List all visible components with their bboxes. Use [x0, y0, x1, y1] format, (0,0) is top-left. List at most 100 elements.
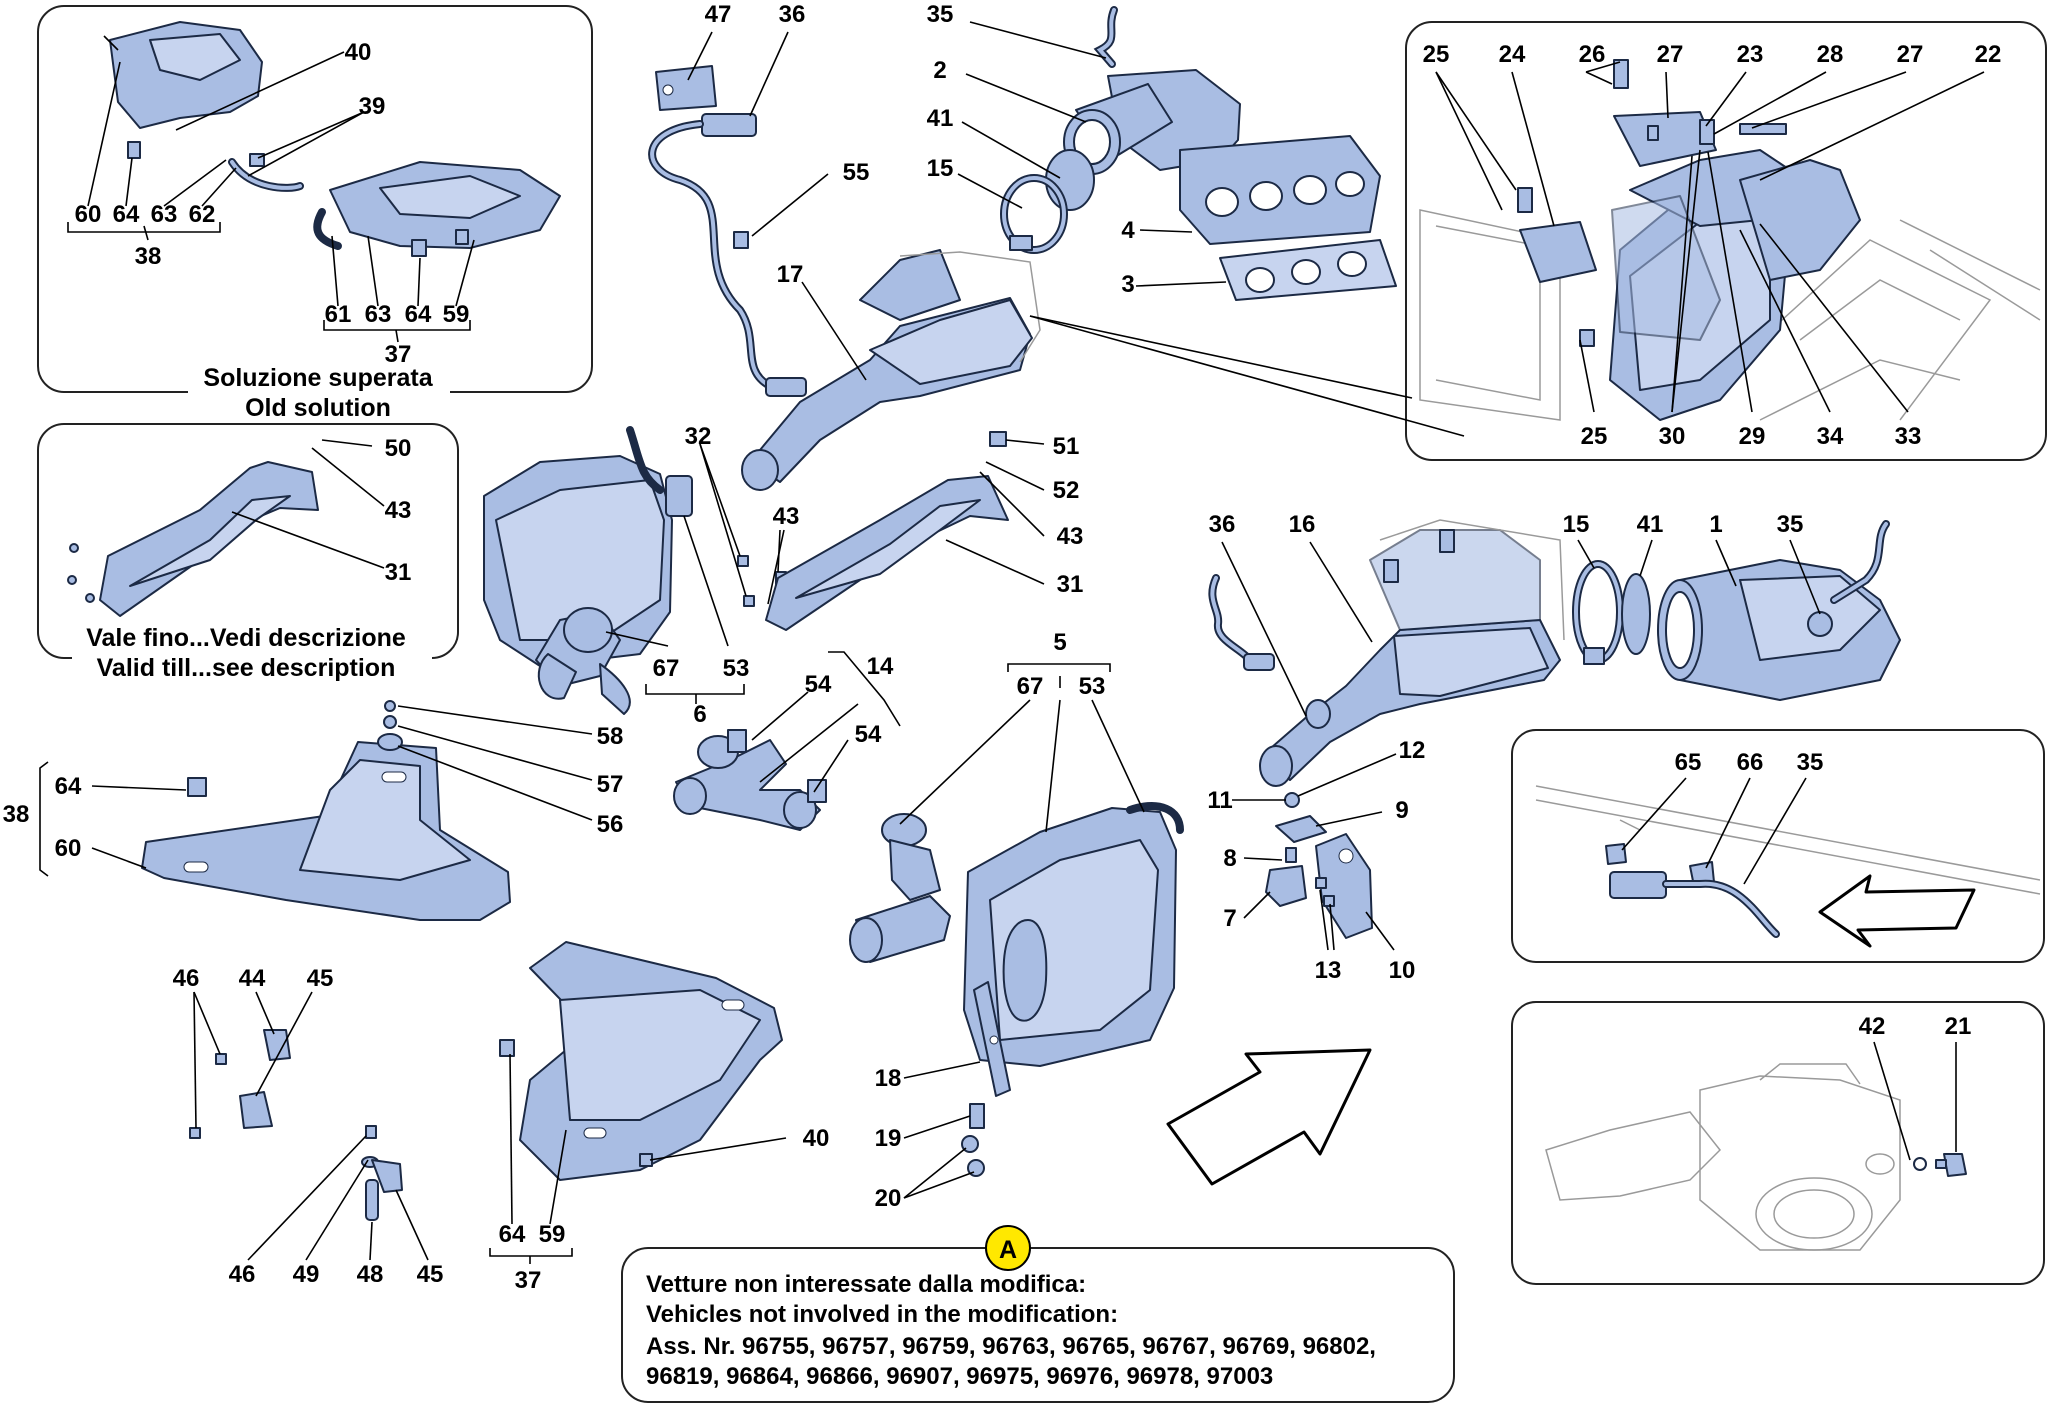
callout: 31: [1057, 571, 1084, 598]
callout: 35: [927, 1, 954, 28]
callout: 30: [1659, 423, 1686, 450]
callout: 39: [359, 93, 386, 120]
plug-21-washer-42: [1913, 1153, 1967, 1177]
callout: 24: [1499, 41, 1526, 68]
heat-shield-31-right: [765, 431, 1009, 631]
nuts-19-20: [961, 1103, 985, 1177]
callout: 41: [1637, 511, 1664, 538]
frame-ghost-lines: [1419, 209, 2041, 421]
callout: 48: [357, 1261, 384, 1288]
note-line-4: 96819, 96864, 96866, 96907, 96975, 96976…: [646, 1363, 1273, 1390]
direction-arrow-small: [1818, 874, 1976, 948]
callout: 51: [1053, 433, 1080, 460]
callout: 8: [1223, 845, 1236, 872]
clip-55: [733, 231, 749, 249]
callout: 18: [875, 1065, 902, 1092]
callout: 66: [1737, 749, 1764, 776]
note-badge-letter: A: [999, 1236, 1017, 1264]
callout: 4: [1121, 217, 1135, 244]
callout: 64: [405, 301, 432, 328]
catalyst-16: [1259, 519, 1565, 787]
manifold-gasket-3: [1219, 239, 1397, 301]
callout: 31: [385, 559, 412, 586]
callout: 35: [1777, 511, 1804, 538]
clamp-15-right: [1572, 560, 1624, 665]
callout: 46: [229, 1261, 256, 1288]
callout: 11: [1207, 787, 1232, 814]
callout: 32: [685, 423, 712, 450]
callout: 10: [1389, 957, 1416, 984]
bracket-47: [655, 65, 717, 111]
heat-shield-59: [519, 941, 783, 1181]
callout: 57: [597, 771, 624, 798]
callout: 15: [1563, 511, 1590, 538]
callout: 52: [1053, 477, 1080, 504]
detail-panel-sensor: [1511, 729, 2045, 963]
clamp-15: [1000, 174, 1068, 254]
callout: 9: [1395, 797, 1408, 824]
callout: 40: [345, 39, 372, 66]
callout: 5: [1053, 629, 1066, 656]
callout: 61: [325, 301, 352, 328]
callout: 22: [1975, 41, 2002, 68]
callout: 46: [173, 965, 200, 992]
note-line-1: Vetture non interessate dalla modifica:: [646, 1271, 1086, 1298]
callout: 16: [1289, 511, 1316, 538]
callout: 60: [55, 835, 82, 862]
callout: 2: [933, 57, 946, 84]
callout: 7: [1223, 905, 1236, 932]
caption-mask-2: [72, 625, 432, 687]
callout: 64: [499, 1221, 526, 1248]
callout: 59: [539, 1221, 566, 1248]
caption-old-solution-en: Old solution: [245, 394, 391, 422]
caption-valid-till-en: Valid till...see description: [97, 654, 396, 682]
callout: 37: [515, 1267, 542, 1294]
callout: 29: [1739, 423, 1766, 450]
callout: 42: [1859, 1013, 1886, 1040]
callout: 50: [385, 435, 412, 462]
callout: 6: [693, 701, 706, 728]
callout: 53: [1079, 673, 1106, 700]
callout: 41: [927, 105, 954, 132]
callout: 26: [1579, 41, 1606, 68]
callout: 17: [777, 261, 804, 288]
catalyst-detail: [1517, 59, 1861, 421]
oxygen-sensor-36-right: [1208, 574, 1275, 671]
callout: 34: [1817, 423, 1844, 450]
callout: 63: [365, 301, 392, 328]
callout: 55: [843, 159, 870, 186]
callout: 15: [927, 155, 954, 182]
callout: 54: [855, 721, 882, 748]
callout: 1: [1709, 511, 1722, 538]
callout: 37: [385, 341, 412, 368]
callout: 43: [385, 497, 412, 524]
heat-shield-old-upper: [103, 21, 263, 129]
callout: 45: [307, 965, 334, 992]
callout: 28: [1817, 41, 1844, 68]
callout: 43: [1057, 523, 1084, 550]
y-pipe-14: [673, 729, 827, 831]
detail-panel-catalyst: [1511, 1001, 2045, 1285]
callout: 56: [597, 811, 624, 838]
callout: 62: [189, 201, 216, 228]
washers-56-57-58: [377, 700, 403, 751]
note-line-3: Ass. Nr. 96755, 96757, 96759, 96763, 967…: [646, 1333, 1376, 1360]
caption-valid-till-it: Vale fino...Vedi descrizione: [86, 624, 406, 652]
mount-parts-7-13: [1265, 792, 1373, 939]
fasteners-old: [127, 141, 469, 257]
callout: 43: [773, 503, 800, 530]
callout: 60: [75, 201, 102, 228]
callout: 64: [55, 773, 82, 800]
callout: 21: [1945, 1013, 1972, 1040]
callout: 65: [1675, 749, 1702, 776]
callout: 3: [1121, 271, 1134, 298]
callout: 53: [723, 655, 750, 682]
callout: 25: [1423, 41, 1450, 68]
flex-pipe-1: [1657, 520, 1901, 701]
sensor-connector-detail: [1535, 785, 2041, 938]
catalyst-ghost-detail: [1545, 1063, 1901, 1251]
direction-arrow-large: [1166, 1048, 1372, 1186]
callout: 25: [1581, 423, 1608, 450]
bracket-18: [973, 981, 1011, 1097]
